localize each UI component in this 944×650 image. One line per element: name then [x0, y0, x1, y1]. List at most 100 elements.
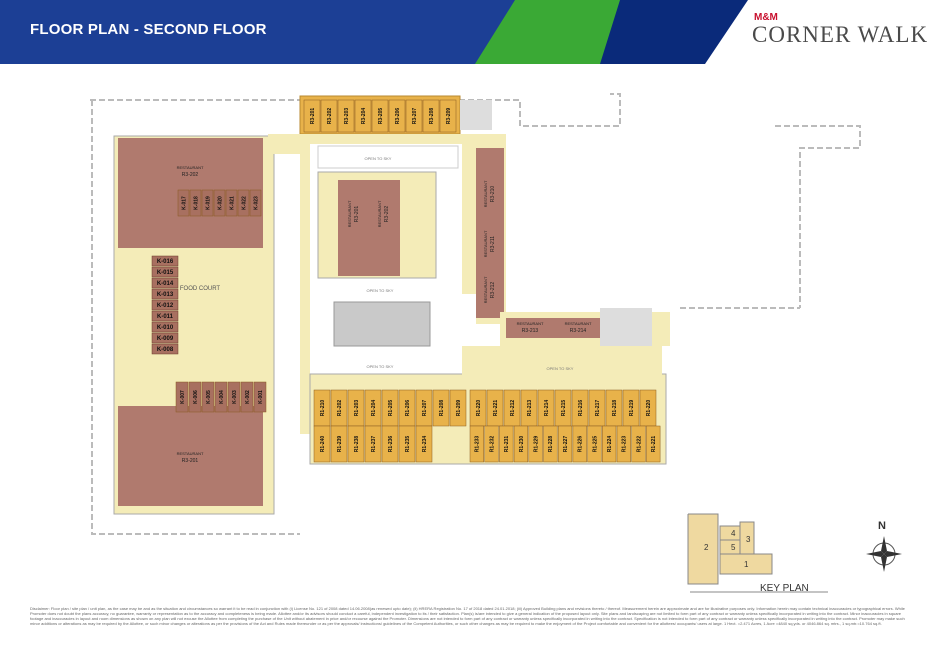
kiosk-unit[interactable] — [237, 189, 250, 217]
kiosk-unit[interactable] — [201, 381, 215, 413]
shop-unit[interactable] — [354, 99, 372, 133]
shop-unit-label: R1-239 — [337, 436, 343, 453]
connector-top — [262, 144, 304, 154]
shop-unit-label: R1-214 — [544, 400, 550, 417]
corridor-east — [462, 134, 476, 294]
kiosk-unit[interactable] — [151, 332, 179, 344]
shop-unit[interactable] — [543, 425, 558, 463]
keyplan-number: 5 — [731, 543, 736, 552]
kiosk-unit[interactable] — [201, 189, 214, 217]
shop-unit[interactable] — [371, 99, 389, 133]
shop-unit[interactable] — [320, 99, 338, 133]
restaurant-code: R3-201 — [182, 458, 199, 464]
restaurant-r210-r212-column[interactable] — [476, 148, 504, 318]
restaurant-label: RESTAURANT — [377, 200, 382, 227]
shop-unit[interactable] — [572, 425, 587, 463]
shop-unit[interactable] — [499, 425, 514, 463]
shop-unit-label: R3-205 — [378, 108, 384, 125]
kiosk-unit[interactable] — [151, 255, 179, 267]
restaurant-r214[interactable] — [556, 318, 600, 338]
compass-rose-icon — [866, 536, 902, 572]
shop-unit[interactable] — [469, 425, 484, 463]
shop-unit-label: R3-201 — [310, 108, 316, 125]
shop-unit[interactable] — [337, 99, 355, 133]
shop-unit[interactable] — [398, 425, 416, 463]
kiosk-unit[interactable] — [175, 381, 189, 413]
kiosk-unit[interactable] — [253, 381, 267, 413]
shop-unit[interactable] — [405, 99, 423, 133]
shop-unit[interactable] — [484, 425, 499, 463]
shop-unit[interactable] — [587, 425, 602, 463]
kiosk-unit[interactable] — [249, 189, 262, 217]
shop-unit-label: R1-206 — [405, 400, 411, 417]
shop-unit[interactable] — [602, 425, 617, 463]
kiosk-unit-label: K-020 — [217, 196, 223, 210]
shop-unit[interactable] — [646, 425, 661, 463]
shop-unit[interactable] — [303, 99, 321, 133]
shop-unit[interactable] — [513, 425, 529, 463]
site-boundary-left — [91, 100, 300, 535]
kiosk-unit[interactable] — [213, 189, 226, 217]
header-banner: FLOOR PLAN - SECOND FLOOR M&M CORNER WAL… — [0, 0, 944, 64]
shop-unit[interactable] — [381, 425, 399, 463]
page-title: FLOOR PLAN - SECOND FLOOR — [30, 21, 267, 38]
shop-unit[interactable] — [388, 99, 406, 133]
kiosk-unit-label: K-021 — [229, 196, 235, 210]
kiosk-unit[interactable] — [227, 381, 241, 413]
shop-unit[interactable] — [616, 425, 631, 463]
kiosk-unit[interactable] — [214, 381, 228, 413]
restaurant-code: R3-214 — [570, 328, 587, 334]
kiosk-unit-label: K-003 — [232, 390, 238, 404]
central-core — [333, 301, 431, 347]
shop-unit-label: R3-208 — [429, 108, 435, 125]
restaurant-label: RESTAURANT — [177, 451, 204, 456]
kiosk-unit[interactable] — [177, 189, 190, 217]
keyplan-block-5 — [719, 539, 741, 555]
shop-unit[interactable] — [631, 425, 646, 463]
kiosk-unit[interactable] — [151, 343, 179, 355]
keyplan-number: 2 — [704, 543, 709, 552]
kiosk-unit[interactable] — [225, 189, 238, 217]
shop-unit[interactable] — [432, 389, 450, 427]
kiosk-unit[interactable] — [151, 310, 179, 322]
shop-unit[interactable] — [439, 99, 457, 133]
kiosk-unit[interactable] — [189, 189, 202, 217]
restaurant-r201-mid[interactable] — [338, 180, 370, 276]
shop-unit[interactable] — [330, 425, 348, 463]
shop-unit[interactable] — [449, 389, 467, 427]
kiosk-unit-label: K-014 — [157, 281, 174, 287]
shop-unit[interactable] — [364, 425, 382, 463]
shop-unit[interactable] — [347, 425, 365, 463]
kiosk-unit[interactable] — [151, 288, 179, 300]
kiosk-unit[interactable] — [151, 299, 179, 311]
kiosk-unit[interactable] — [151, 277, 179, 289]
shop-unit-label: R1-204 — [371, 400, 377, 417]
shop-unit[interactable] — [422, 99, 440, 133]
shop-unit-label: R1-218 — [612, 400, 618, 417]
shop-unit[interactable] — [622, 389, 640, 427]
kiosk-unit[interactable] — [151, 266, 179, 278]
restaurant-r202-mid[interactable] — [368, 180, 400, 276]
kiosk-unit-label: K-004 — [219, 390, 225, 404]
shop-unit[interactable] — [528, 425, 543, 463]
kiosk-unit[interactable] — [151, 321, 179, 333]
kiosk-unit[interactable] — [188, 381, 202, 413]
shop-unit-label: R1-225 — [592, 436, 598, 453]
kiosk-unit[interactable] — [240, 381, 254, 413]
kiosk-unit-label: K-007 — [180, 390, 186, 404]
restaurant-r201-left[interactable] — [118, 406, 263, 506]
keyplan-number: 3 — [746, 535, 751, 544]
restaurant-r213[interactable] — [506, 318, 556, 338]
shop-unit-label: R1-234 — [422, 436, 428, 453]
shop-unit[interactable] — [313, 425, 331, 463]
shop-unit[interactable] — [415, 425, 433, 463]
shop-unit-label: R1-238 — [354, 436, 360, 453]
open-to-sky-label: OPEN TO SKY — [367, 288, 394, 293]
shop-unit[interactable] — [557, 425, 573, 463]
shop-unit-label: R1-231 — [504, 436, 510, 453]
header-graphic — [0, 0, 748, 64]
